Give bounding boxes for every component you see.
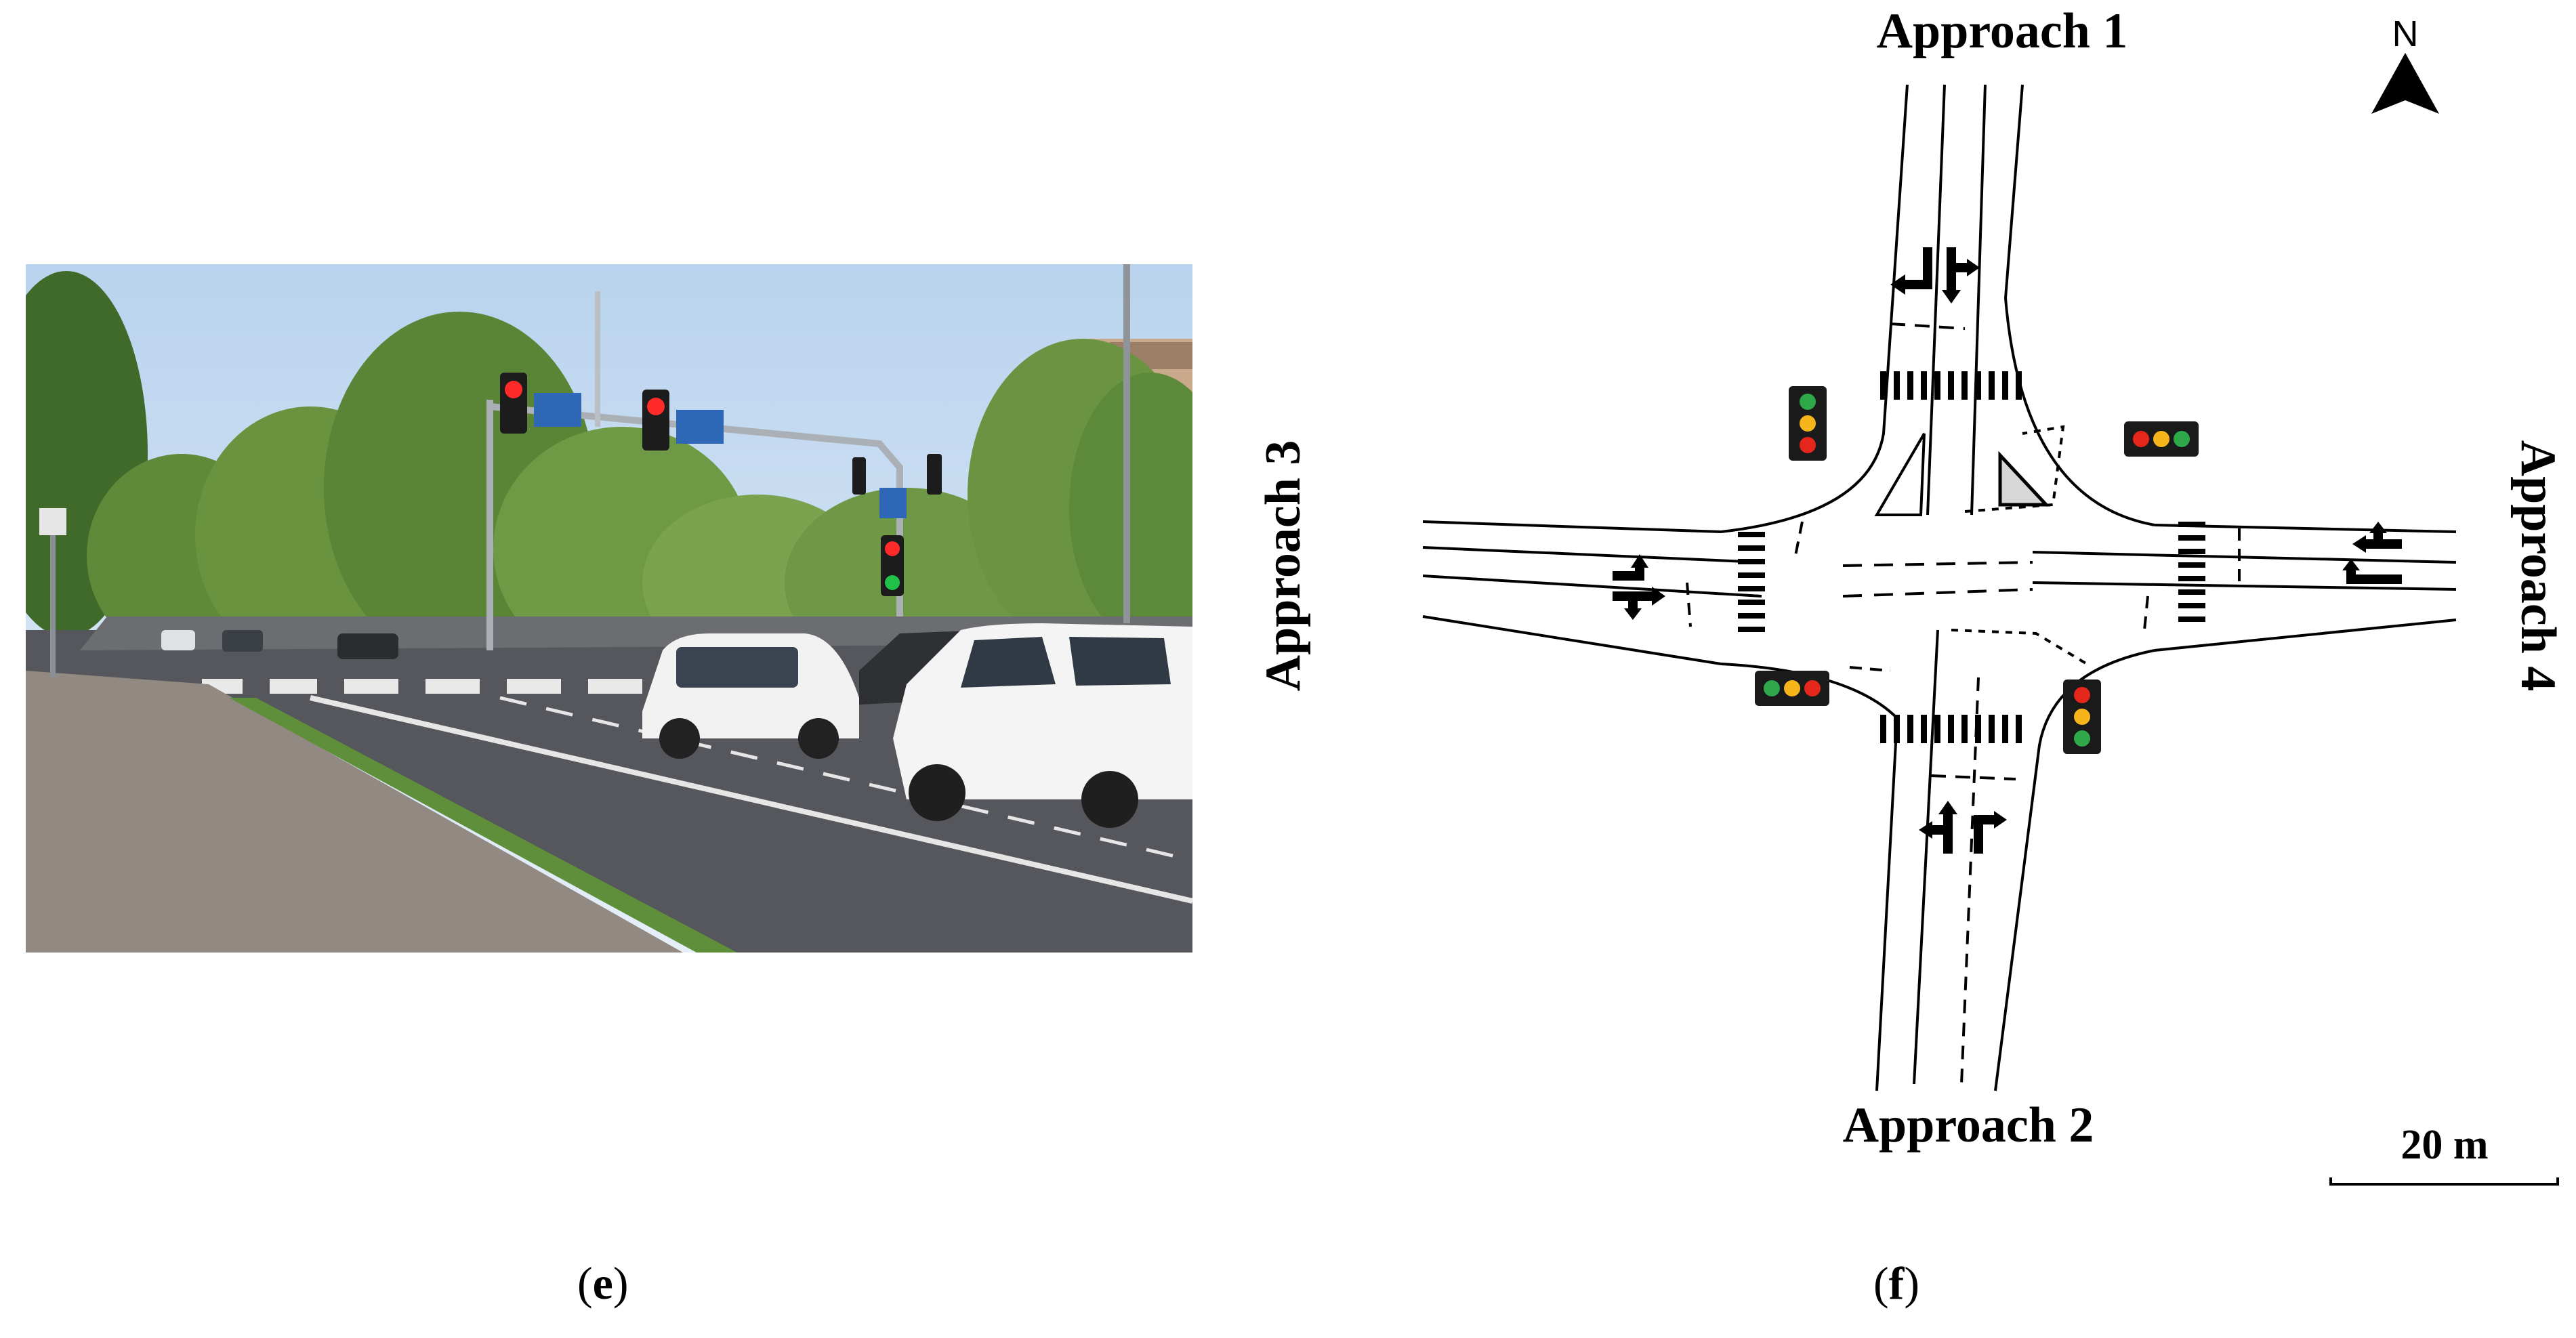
traffic-signal-horizontal — [1755, 671, 1829, 706]
road-edge — [2154, 619, 2457, 652]
approach-4-label: Approach 4 — [2510, 440, 2566, 692]
stop-line — [1890, 322, 1966, 330]
approach-3-label: Approach 3 — [1255, 440, 1311, 692]
center-dash — [1842, 561, 2033, 567]
car-white-hatch — [642, 633, 859, 759]
lane-arrows-approach-4 — [2342, 522, 2402, 584]
lane-arrows-approach-1 — [1890, 247, 1980, 304]
lane-line — [1926, 84, 1946, 516]
stop-line — [1964, 425, 2065, 513]
lane-line — [1422, 546, 1762, 564]
lane-line — [2032, 581, 2457, 591]
traffic-signal-vertical — [2063, 680, 2101, 754]
stop-line — [1794, 521, 1804, 556]
center-dash — [1842, 588, 2033, 598]
traffic-signal-vertical — [1789, 386, 1827, 461]
stop-line — [1686, 582, 1692, 627]
caption-f: (f) — [1873, 1257, 1919, 1309]
tree-line — [26, 271, 1192, 677]
north-arrow-icon — [2371, 53, 2439, 114]
road-edge — [1720, 663, 1899, 1091]
scale-label: 20 m — [2401, 1122, 2488, 1168]
approach-2-label: Approach 2 — [1843, 1097, 2094, 1153]
caption-e-letter: e — [592, 1257, 613, 1309]
car-white-suv — [893, 623, 1192, 828]
lane-sign — [676, 410, 724, 444]
road-edge — [1422, 520, 1722, 533]
lane-line — [1970, 84, 1987, 516]
stop-line — [1930, 774, 2016, 780]
zebra-crossings — [1738, 371, 2205, 743]
lane-arrows-approach-3 — [1613, 554, 1665, 620]
signal-head — [500, 373, 942, 596]
stop-line — [2143, 595, 2149, 631]
intersection-photo — [26, 264, 1192, 953]
stop-line — [1951, 629, 2088, 665]
sidewalk — [26, 671, 683, 953]
lane-sign — [534, 393, 581, 427]
scale-bar — [2329, 1177, 2559, 1186]
lane-line — [1913, 629, 1939, 1085]
lane-arrows-approach-2 — [1919, 801, 2007, 854]
lane-line — [2032, 551, 2457, 564]
road-edge — [1720, 84, 1909, 533]
crosswalk — [202, 679, 642, 694]
road-edge — [2003, 84, 2155, 526]
north-label: N — [2392, 14, 2419, 54]
stop-line — [1849, 666, 1891, 672]
yield-sign — [1998, 451, 2050, 507]
channel-island — [1874, 432, 1926, 516]
road-edge — [1422, 615, 1722, 665]
traffic-signal-horizontal — [2124, 421, 2199, 457]
lane-line — [1422, 574, 1762, 598]
caption-f-letter: f — [1888, 1257, 1905, 1309]
grass-strip — [229, 698, 737, 953]
approach-1-label: Approach 1 — [1877, 3, 2128, 59]
caption-e: (e) — [577, 1257, 629, 1309]
